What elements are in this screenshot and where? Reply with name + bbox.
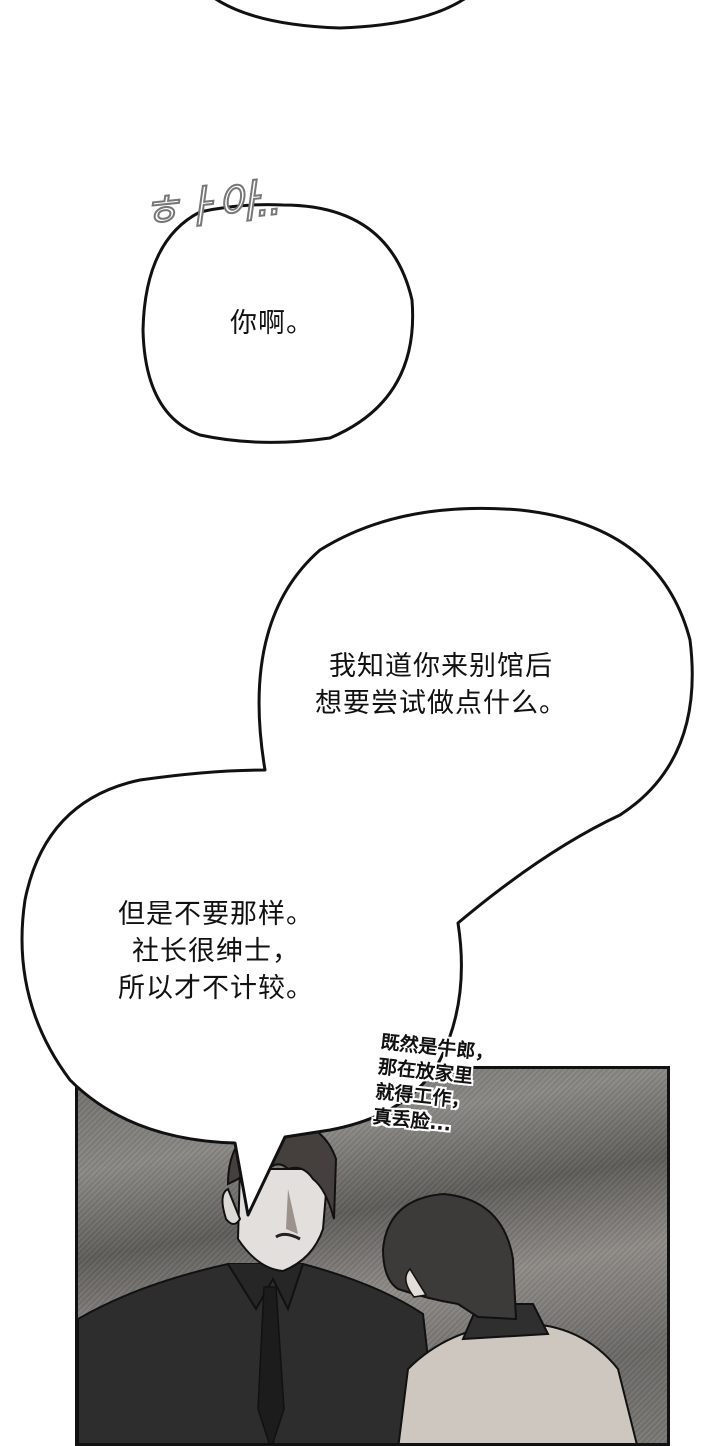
bubble-1-text: 你啊。 — [230, 308, 314, 339]
speech-bubble-top-partial — [214, 0, 466, 30]
speech-bubble-2 — [20, 506, 694, 1217]
characters-illustration — [78, 1117, 638, 1443]
inner-thought-text: 既然是牛郎， 那在放家里 就得工作， 真丢脸... — [371, 1030, 496, 1136]
bubble-2a-text: 我知道你来别馆后 想要尝试做点什么。 — [315, 651, 567, 719]
bubble-2b-text: 但是不要那样。 社长很绅士， 所以才不计较。 — [118, 899, 314, 1004]
speech-bubble-1 — [141, 203, 415, 444]
